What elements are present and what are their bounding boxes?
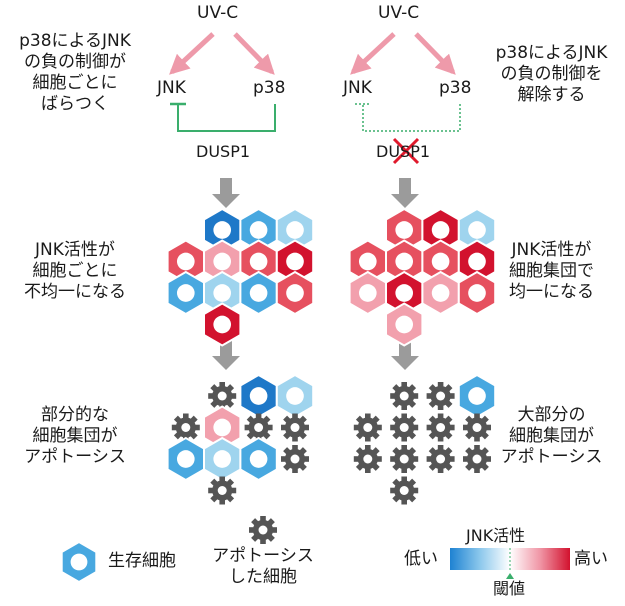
left-dusp1-label: DUSP1	[196, 142, 251, 161]
apoptotic-cell-gear-icon	[171, 413, 200, 442]
cell-hexagon	[275, 270, 315, 316]
cell-hexagon	[203, 207, 242, 253]
cell-hexagon	[457, 239, 497, 284]
cell-hexagon	[275, 207, 315, 253]
apoptotic-cell-gear-icon	[208, 382, 237, 410]
apoptotic-cell-gear-icon	[353, 413, 382, 442]
legend	[60, 516, 570, 584]
apoptotic-cell-gear-icon	[390, 445, 419, 473]
right-p38-dusp1-inhibit-line-dotted	[362, 104, 461, 132]
apoptotic-cell-gear-icon	[244, 413, 273, 442]
apoptotic-cell-gear-icon	[281, 445, 309, 473]
left-p38-dusp1-inhibit-line	[177, 104, 276, 132]
legend-apoptotic-cell-label: アポトーシスした細胞	[212, 546, 314, 587]
scale-title: JNK活性	[466, 526, 526, 545]
apoptotic-cell-gear-icon	[249, 516, 277, 544]
right-bottom-note: 大部分の細胞集団がアポトーシス	[500, 405, 603, 467]
scale-high-label: 高い	[574, 549, 608, 569]
right-uvc-label: UV-C	[378, 3, 420, 23]
down-arrow-right-1	[391, 178, 419, 208]
apoptotic-cell-gear-icon	[281, 413, 309, 442]
right-jnk-label: JNK	[343, 78, 372, 98]
right-homogeneous-cluster	[348, 207, 497, 347]
apoptotic-cell-gear-icon	[463, 445, 491, 473]
down-arrow-right-2	[391, 340, 419, 370]
apoptotic-cell-gear-icon	[426, 413, 455, 442]
right-mid-note: JNK活性が細胞集団で均一になる	[509, 240, 594, 302]
right-uvc-to-p38-arrow	[414, 32, 456, 75]
down-arrows	[212, 178, 419, 370]
cell-hexagon	[239, 436, 278, 482]
jnk-activity-scale-bar	[450, 548, 570, 570]
right-pathway	[350, 32, 461, 165]
left-uvc-label: UV-C	[197, 3, 239, 23]
cell-hexagon	[385, 207, 424, 253]
cell-hexagon	[385, 270, 424, 316]
cell-hexagon	[421, 270, 460, 316]
threshold-label: 閾値	[493, 579, 526, 598]
apoptotic-cell-gear-icon	[390, 382, 419, 410]
cell-hexagon	[166, 270, 205, 316]
left-p38-label: p38	[253, 78, 286, 98]
cell-hexagon	[239, 373, 278, 419]
scale-low-label: 低い	[404, 549, 438, 569]
cell-hexagon	[385, 239, 424, 284]
left-pathway	[169, 32, 276, 132]
cell-hexagon	[203, 436, 242, 482]
cell-hexagon	[275, 373, 315, 419]
left-partial-apoptosis-cluster	[166, 373, 315, 505]
apoptotic-cell-gear-icon	[426, 445, 455, 473]
apoptotic-cell-gear-icon	[208, 476, 237, 505]
threshold-marker-icon	[506, 573, 514, 579]
apoptotic-cell-gear-icon	[353, 445, 382, 473]
left-bottom-note: 部分的な細胞集団がアポトーシス	[24, 405, 126, 467]
cell-hexagon	[60, 540, 98, 584]
cell-clusters	[166, 207, 497, 505]
legend-living-cell-label: 生存細胞	[108, 551, 176, 571]
down-arrow-left-1	[212, 178, 240, 208]
apoptotic-cell-gear-icon	[390, 413, 419, 442]
cell-hexagon	[203, 302, 242, 347]
right-majority-apoptosis-cluster	[353, 373, 497, 505]
cell-hexagon	[457, 270, 497, 316]
legend-apoptotic-cell-icon	[249, 516, 277, 544]
cell-hexagon	[348, 270, 387, 316]
right-dusp1-label: DUSP1	[376, 142, 431, 161]
cell-hexagon	[348, 239, 387, 284]
dusp1-cross-icon	[392, 137, 420, 165]
apoptotic-cell-gear-icon	[390, 476, 419, 505]
cell-hexagon	[166, 436, 205, 482]
right-uvc-to-jnk-arrow	[350, 32, 396, 75]
cell-hexagon	[385, 302, 424, 347]
left-uvc-to-jnk-arrow	[169, 32, 215, 75]
left-heterogeneous-cluster	[166, 207, 315, 347]
right-p38-label: p38	[439, 78, 472, 98]
cell-hexagon	[239, 239, 278, 284]
legend-living-cell-icon	[60, 540, 98, 584]
apoptotic-cell-gear-icon	[463, 413, 491, 442]
down-arrow-left-2	[212, 340, 240, 370]
left-uvc-to-p38-arrow	[233, 32, 275, 75]
left-mid-note: JNK活性が細胞ごとに不均一になる	[24, 240, 126, 302]
cell-hexagon	[239, 270, 278, 316]
cell-hexagon	[457, 207, 497, 253]
apoptotic-cell-gear-icon	[426, 382, 455, 410]
left-jnk-label: JNK	[157, 78, 186, 98]
